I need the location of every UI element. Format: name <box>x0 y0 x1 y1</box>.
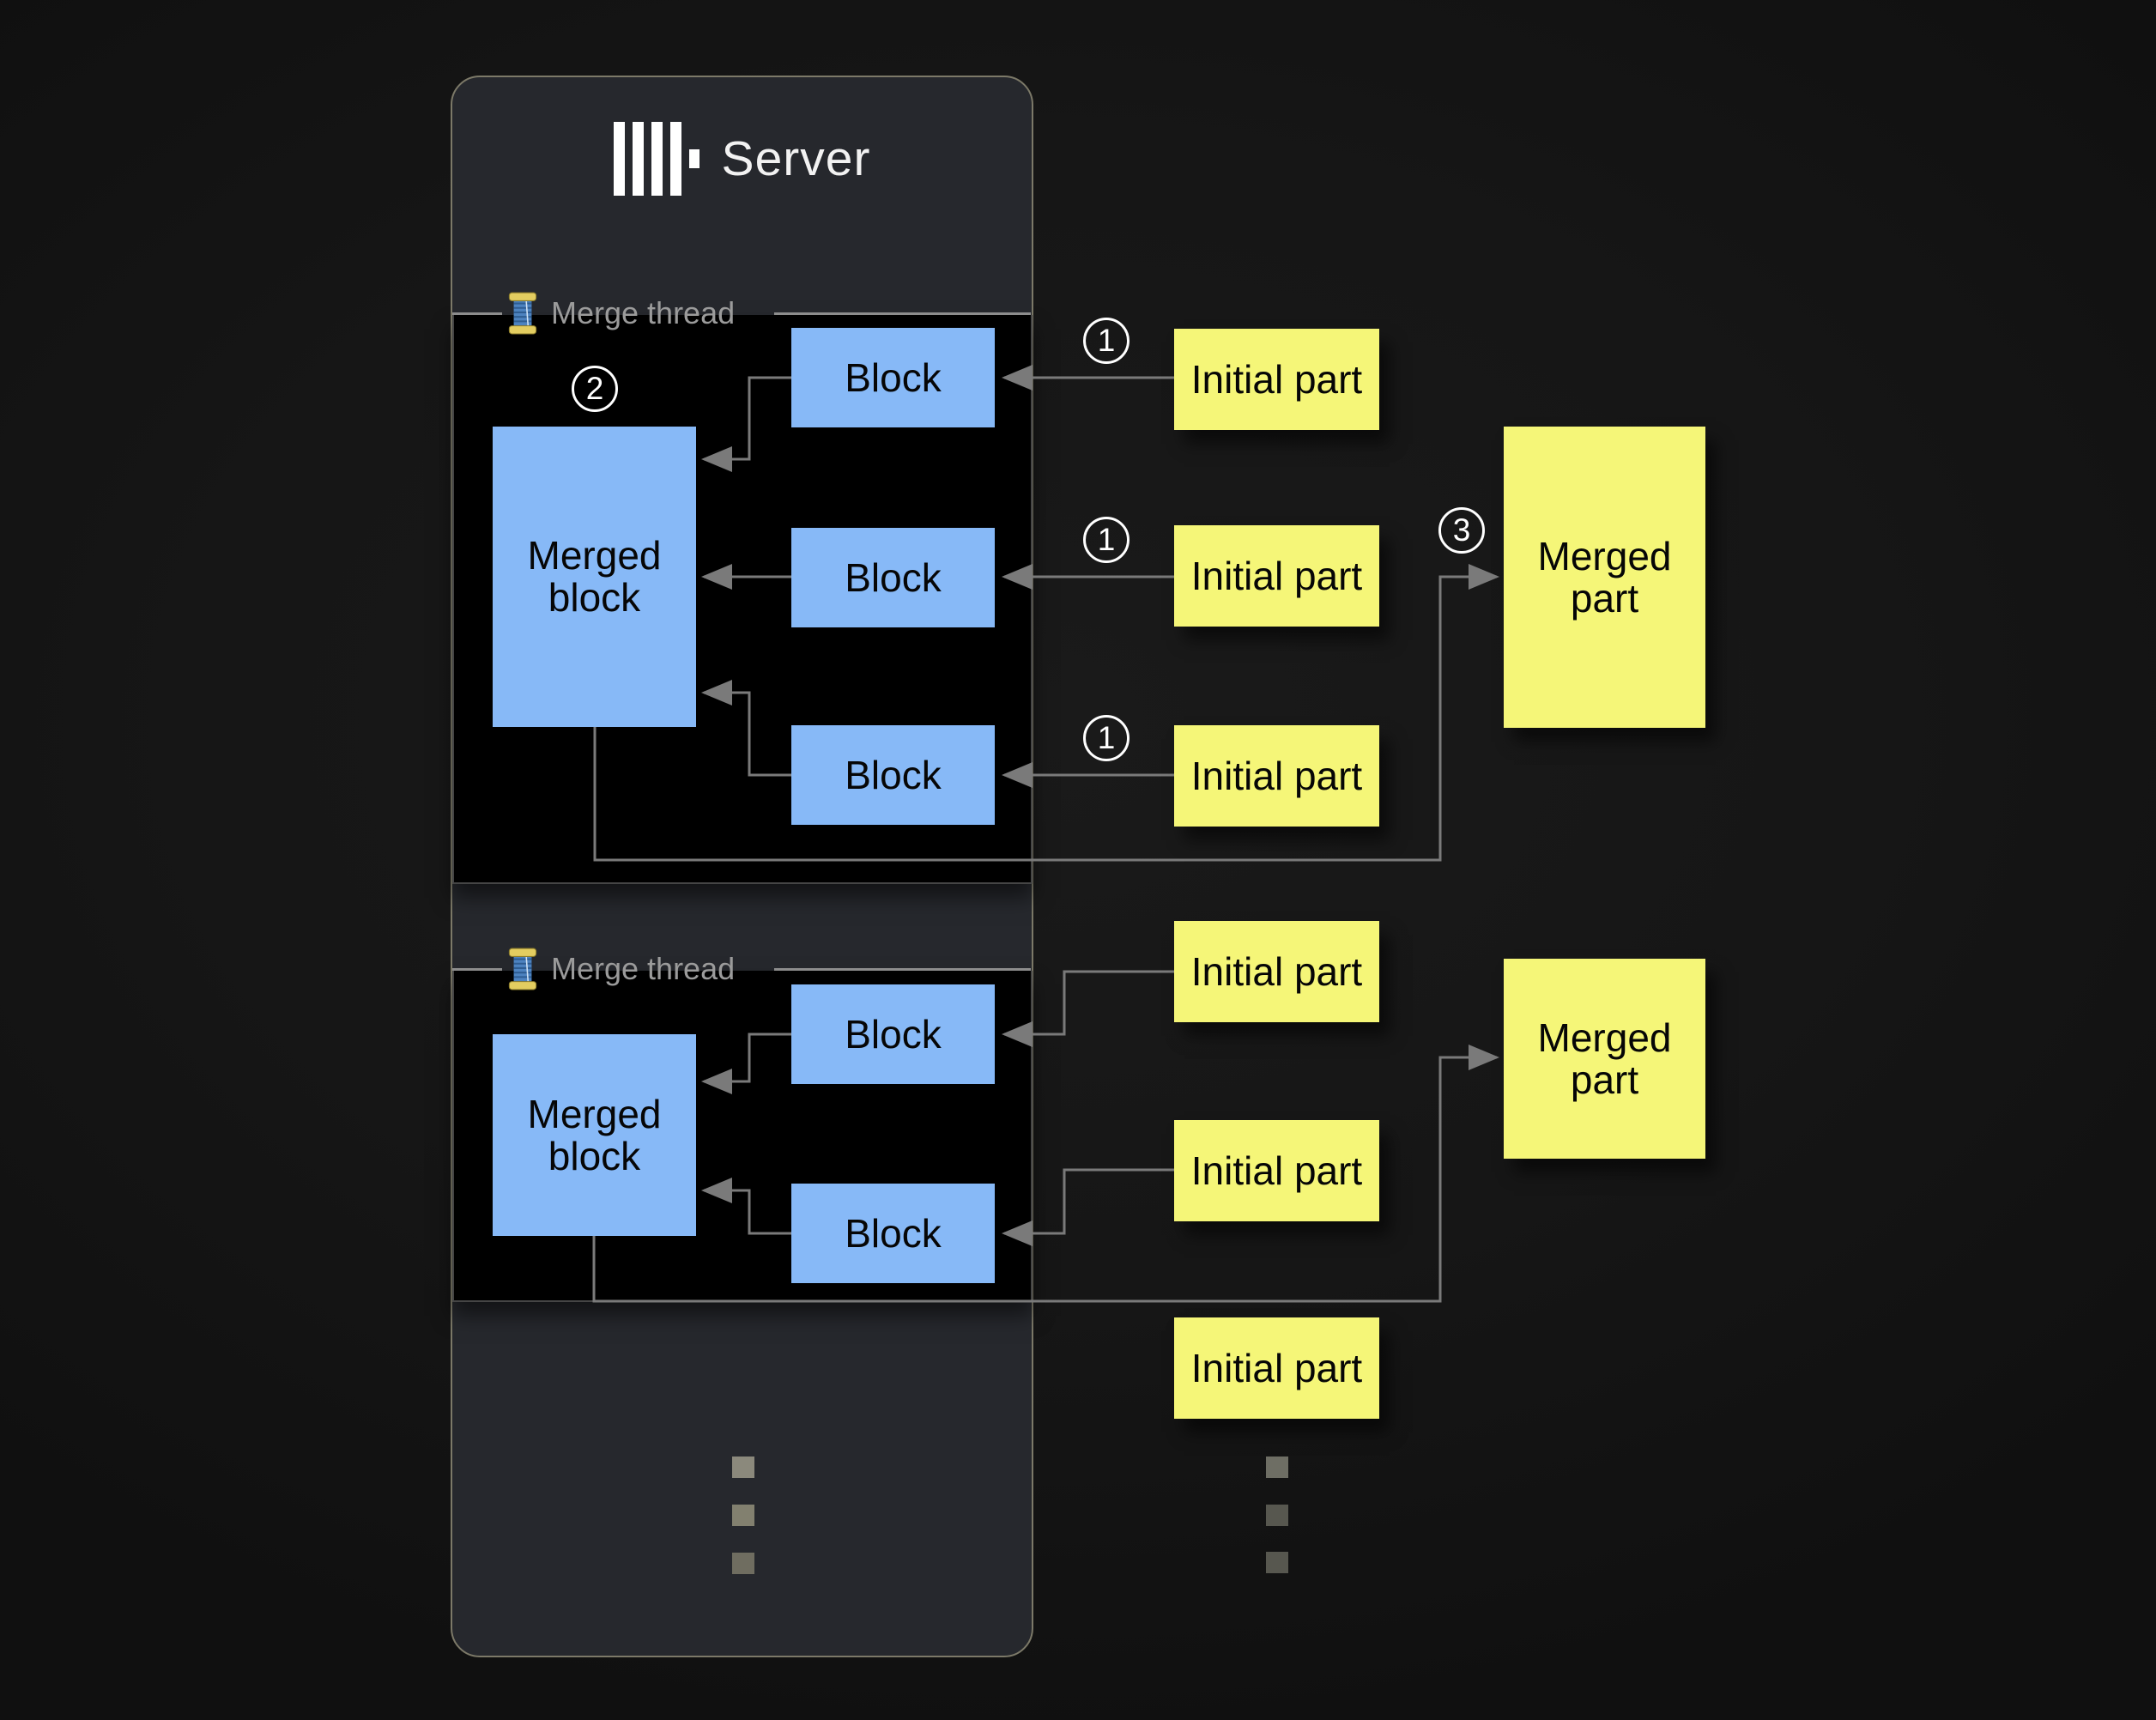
initial-part-label: Initial part <box>1190 948 1363 994</box>
merged-part-2: Merged part <box>1504 959 1705 1159</box>
merged-block-label: Merged block <box>527 533 662 620</box>
ellipsis-dot <box>1266 1505 1288 1526</box>
merged-block-label: Merged block <box>527 1091 662 1178</box>
badge-number: 3 <box>1452 512 1471 548</box>
step-badge-1b: 1 <box>1083 517 1129 563</box>
section1-border-right <box>774 312 1031 315</box>
ellipsis-dot <box>1266 1552 1288 1573</box>
block-label: Block <box>845 354 942 400</box>
step-badge-2: 2 <box>572 366 618 412</box>
section2-border-left <box>452 968 502 971</box>
ellipsis-dot <box>732 1505 754 1526</box>
clickhouse-logo-icon <box>613 122 699 196</box>
step-badge-3: 3 <box>1438 507 1485 554</box>
server-title: Server <box>721 131 871 186</box>
section1-border-left <box>452 312 502 315</box>
thread-spool-icon <box>508 948 537 990</box>
merge-thread-label-1: Merge thread <box>505 286 735 341</box>
block-label: Block <box>845 752 942 797</box>
block-label: Block <box>845 1210 942 1256</box>
merged-part-1: Merged part <box>1504 427 1705 728</box>
initial-part-label: Initial part <box>1190 1148 1363 1193</box>
merge-thread-label-2: Merge thread <box>505 942 735 996</box>
badge-number: 2 <box>585 371 604 406</box>
badge-number: 1 <box>1097 720 1116 755</box>
block-1-1: Block <box>791 328 995 427</box>
initial-part-label: Initial part <box>1190 1345 1363 1390</box>
block-label: Block <box>845 554 942 600</box>
merged-part-label: Merged part <box>1537 1014 1672 1102</box>
merge-thread-text: Merge thread <box>551 295 736 330</box>
merged-block-1: Merged block <box>493 427 696 727</box>
initial-part-label: Initial part <box>1190 553 1363 598</box>
merged-block-2: Merged block <box>493 1034 696 1236</box>
initial-part-2-3: Initial part <box>1174 1317 1379 1419</box>
initial-part-1-1: Initial part <box>1174 329 1379 430</box>
server-header: Server <box>451 116 1033 202</box>
step-badge-1a: 1 <box>1083 318 1129 364</box>
merged-part-label: Merged part <box>1537 533 1672 621</box>
badge-number: 1 <box>1097 522 1116 557</box>
badge-number: 1 <box>1097 323 1116 358</box>
initial-part-2-2: Initial part <box>1174 1120 1379 1221</box>
merge-thread-text: Merge thread <box>551 951 736 986</box>
section2-border-right <box>774 968 1031 971</box>
ellipsis-dot <box>732 1457 754 1478</box>
ellipsis-dot <box>1266 1457 1288 1478</box>
initial-part-1-3: Initial part <box>1174 725 1379 827</box>
block-1-3: Block <box>791 725 995 825</box>
thread-spool-icon <box>508 292 537 335</box>
block-1-2: Block <box>791 528 995 627</box>
initial-part-label: Initial part <box>1190 753 1363 798</box>
initial-part-1-2: Initial part <box>1174 525 1379 627</box>
ellipsis-dot <box>732 1553 754 1574</box>
initial-part-label: Initial part <box>1190 356 1363 402</box>
step-badge-1c: 1 <box>1083 715 1129 761</box>
block-2-2: Block <box>791 1184 995 1283</box>
block-2-1: Block <box>791 984 995 1084</box>
initial-part-2-1: Initial part <box>1174 921 1379 1022</box>
block-label: Block <box>845 1011 942 1057</box>
